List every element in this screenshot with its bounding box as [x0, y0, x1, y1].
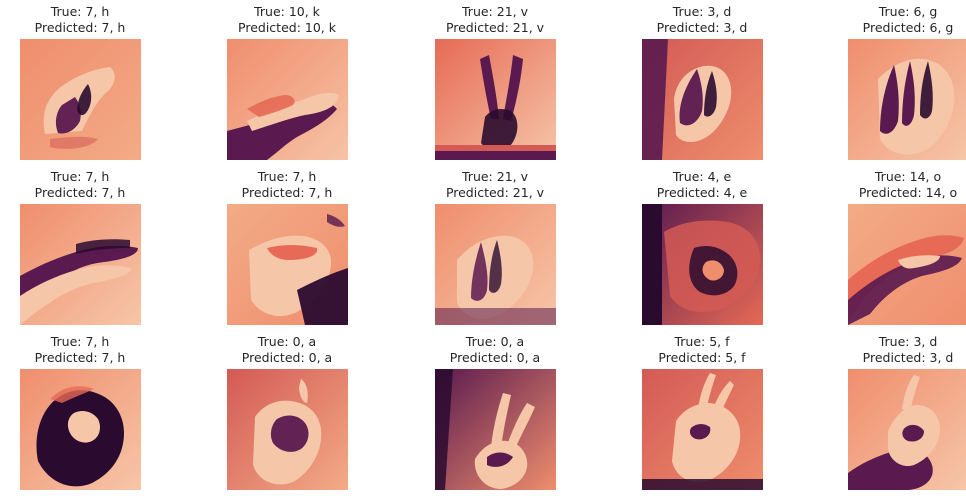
true-label: True: 21, v — [462, 169, 528, 184]
panel: True: 4, e Predicted: 4, e — [622, 169, 782, 331]
true-label: True: 3, d — [878, 334, 938, 349]
predicted-label: Predicted: 14, o — [858, 185, 958, 200]
true-label: True: 0, a — [257, 334, 317, 349]
predicted-label: Predicted: 3, d — [656, 20, 748, 35]
predicted-label: Predicted: 21, v — [445, 20, 545, 35]
predicted-label: Predicted: 10, k — [238, 20, 336, 35]
sign-image — [642, 39, 763, 160]
sign-image — [435, 369, 556, 490]
sign-image — [642, 369, 763, 490]
sign-image — [642, 204, 763, 325]
panel: True: 7, h Predicted: 7, h — [0, 4, 160, 166]
predicted-label: Predicted: 7, h — [34, 350, 126, 365]
true-label: True: 10, k — [254, 4, 320, 19]
predicted-label: Predicted: 21, v — [445, 185, 545, 200]
sign-image — [20, 39, 141, 160]
panel: True: 0, a Predicted: 0, a — [207, 334, 367, 496]
panel: True: 14, o Predicted: 14, o — [828, 169, 966, 331]
sign-image — [20, 204, 141, 325]
true-label: True: 6, g — [878, 4, 938, 19]
predicted-label: Predicted: 3, d — [862, 350, 954, 365]
panel: True: 6, g Predicted: 6, g — [828, 4, 966, 166]
panel: True: 3, d Predicted: 3, d — [622, 4, 782, 166]
true-label: True: 4, e — [672, 169, 732, 184]
true-label: True: 3, d — [672, 4, 732, 19]
true-label: True: 0, a — [465, 334, 525, 349]
panel: True: 5, f Predicted: 5, f — [622, 334, 782, 496]
true-label: True: 5, f — [674, 334, 730, 349]
true-label: True: 14, o — [874, 169, 942, 184]
predicted-label: Predicted: 0, a — [449, 350, 541, 365]
sign-image — [435, 204, 556, 325]
sign-image — [227, 39, 348, 160]
sign-image — [227, 204, 348, 325]
sign-image — [435, 39, 556, 160]
predicted-label: Predicted: 6, g — [862, 20, 954, 35]
panel: True: 7, h Predicted: 7, h — [0, 169, 160, 331]
true-label: True: 21, v — [462, 4, 528, 19]
predicted-label: Predicted: 7, h — [34, 185, 126, 200]
true-label: True: 7, h — [257, 169, 317, 184]
predicted-label: Predicted: 7, h — [34, 20, 126, 35]
panel: True: 21, v Predicted: 21, v — [415, 169, 575, 331]
panel: True: 7, h Predicted: 7, h — [0, 334, 160, 496]
predicted-label: Predicted: 0, a — [241, 350, 333, 365]
true-label: True: 7, h — [50, 4, 110, 19]
sign-image — [848, 369, 966, 490]
sign-image — [848, 204, 966, 325]
panel: True: 3, d Predicted: 3, d — [828, 334, 966, 496]
panel: True: 0, a Predicted: 0, a — [415, 334, 575, 496]
true-label: True: 7, h — [50, 334, 110, 349]
sign-image — [227, 369, 348, 490]
panel: True: 21, v Predicted: 21, v — [415, 4, 575, 166]
panel: True: 10, k Predicted: 10, k — [207, 4, 367, 166]
predicted-label: Predicted: 5, f — [658, 350, 746, 365]
predicted-label: Predicted: 7, h — [241, 185, 333, 200]
panel: True: 7, h Predicted: 7, h — [207, 169, 367, 331]
sign-image — [848, 39, 966, 160]
sign-image — [20, 369, 141, 490]
predicted-label: Predicted: 4, e — [656, 185, 748, 200]
true-label: True: 7, h — [50, 169, 110, 184]
